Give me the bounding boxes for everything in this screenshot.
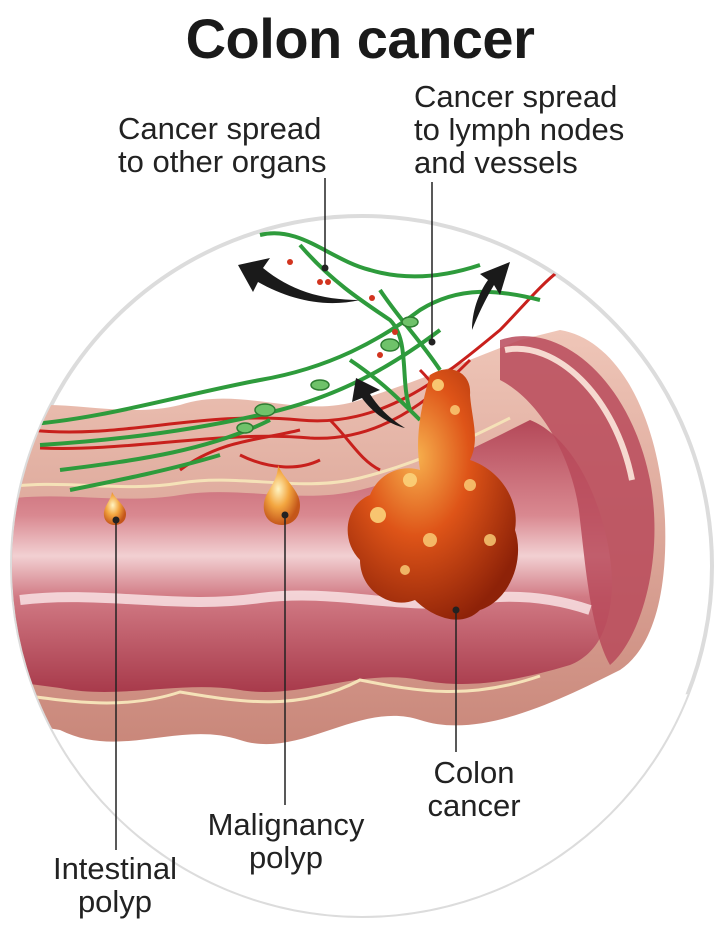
arrow-left [238, 258, 360, 304]
label-line: to lymph nodes [414, 112, 625, 147]
label-intestinal-polyp: Intestinal polyp [40, 852, 190, 918]
blood-vessels [29, 268, 561, 472]
label-line: polyp [77, 884, 153, 919]
label-line: and vessels [414, 145, 578, 180]
label-malignancy-polyp: Malignancy polyp [196, 808, 376, 874]
colon-cancer-tumor [347, 369, 519, 620]
lymph-vessels [19, 231, 541, 492]
intestinal-polyp-shape [103, 492, 126, 525]
label-colon-cancer: Colon cancer [414, 756, 534, 822]
label-line: Cancer spread [414, 79, 618, 114]
arrow-up-right [472, 262, 510, 330]
label-spread-other-organs: Cancer spread to other organs [118, 112, 378, 178]
arrow-up-left [352, 378, 405, 428]
label-line: cancer [427, 788, 521, 823]
lining-highlight [19, 590, 592, 615]
label-line: Colon [433, 755, 515, 790]
leader-dots [112, 264, 460, 614]
page-title: Colon cancer [185, 7, 535, 70]
label-line: polyp [248, 840, 324, 875]
spread-arrows [238, 258, 510, 428]
label-line: to other organs [118, 144, 327, 179]
lymph-nodes [236, 316, 419, 434]
label-line: Malignancy [207, 807, 365, 842]
label-spread-lymph-nodes: Cancer spread to lymph nodes and vessels [414, 80, 694, 179]
label-line: Cancer spread [118, 111, 322, 146]
colon-opening [500, 336, 655, 665]
label-line: Intestinal [52, 851, 178, 886]
leader-lines [115, 178, 457, 850]
metastatic-cells [287, 259, 398, 358]
malignancy-polyp-shape [263, 465, 300, 525]
